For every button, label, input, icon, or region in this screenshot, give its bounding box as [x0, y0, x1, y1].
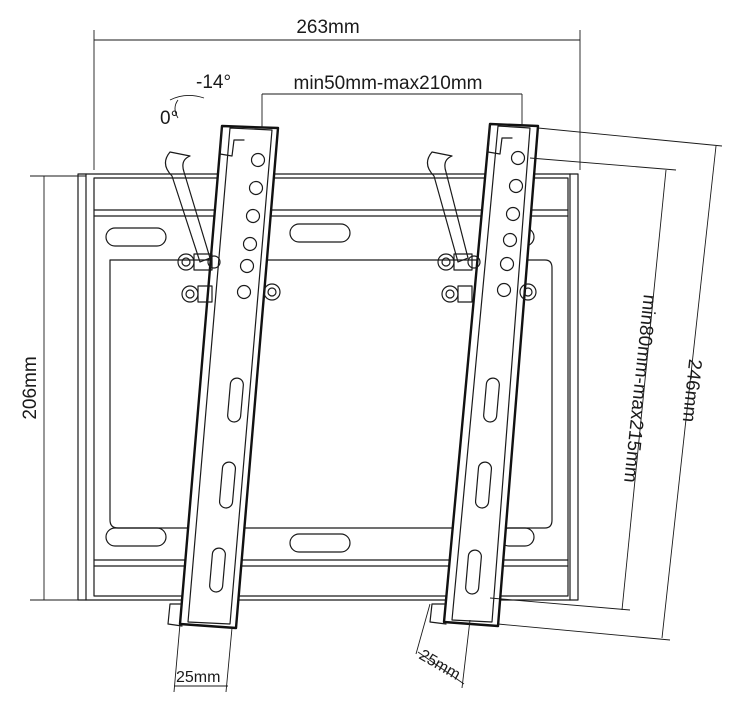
label-vesa-horizontal: min50mm-max210mm [294, 73, 483, 94]
left-arm-body [178, 124, 280, 630]
slot-top-left [105, 227, 167, 247]
tilt-angle-indicator: -14° 0° [160, 72, 231, 129]
right-tv-arm [426, 122, 540, 628]
dim-depth-left: 25mm [173, 623, 233, 693]
label-height-arm: 246mm [678, 358, 706, 423]
right-lock-lever [426, 151, 469, 263]
label-depth-left: 25mm [176, 669, 220, 686]
slot-bottom-left [105, 527, 167, 547]
label-height-left: 206mm [20, 356, 41, 419]
dim-vesa-horizontal: min50mm-max210mm [261, 73, 523, 128]
dim-height-left: 206mm [20, 175, 86, 601]
slot-bottom-center [289, 533, 351, 553]
left-lock-lever [164, 151, 211, 263]
label-angle-tilt: -14° [196, 72, 231, 93]
wall-plate-inner-rim [93, 177, 569, 597]
slot-top-center [289, 223, 351, 243]
label-depth-right: 25mm [416, 647, 463, 684]
right-bolt-upper [437, 253, 481, 271]
label-angle-zero: 0° [160, 108, 178, 129]
right-bolt-lower [441, 283, 537, 303]
wall-plate-outline [77, 173, 579, 601]
left-tv-arm [164, 124, 281, 630]
label-width-top: 263mm [296, 17, 359, 38]
left-bolt-upper [177, 253, 221, 271]
dim-width-top: 263mm [93, 17, 581, 170]
label-vesa-vertical: min80mm-max215mm [619, 294, 660, 484]
left-bolt-lower [181, 283, 281, 303]
dim-height-arm: 246mm [497, 127, 723, 641]
